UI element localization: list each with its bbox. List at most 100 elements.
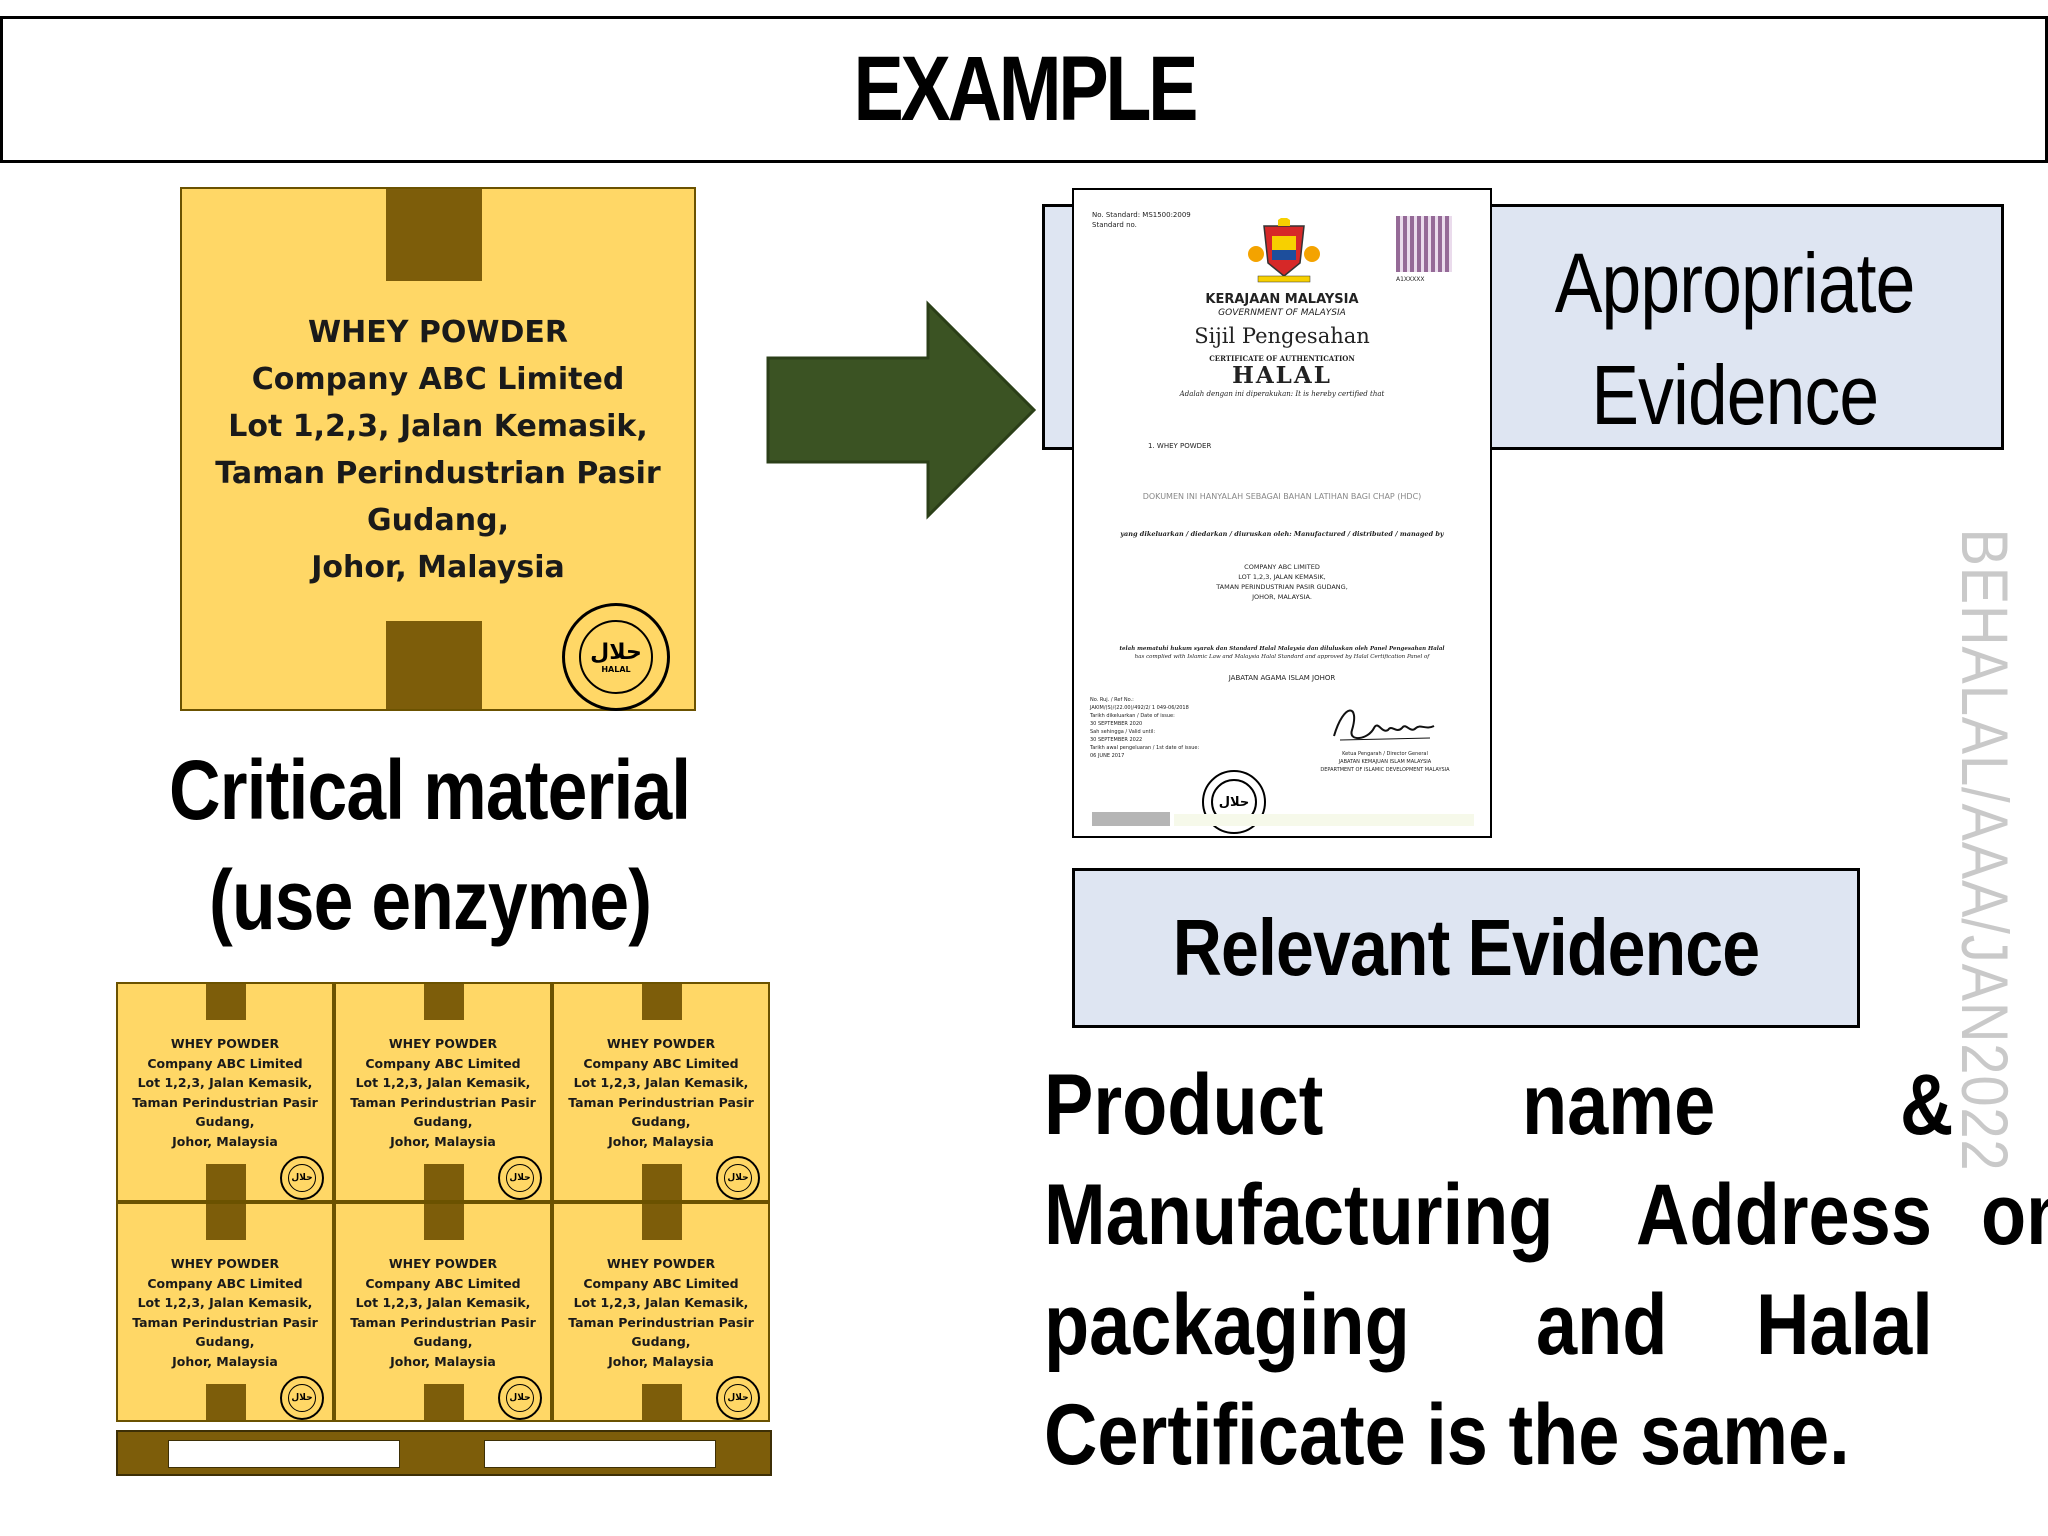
halal-logo-text: HALAL (601, 665, 631, 674)
appropriate-evidence-line-2: Evidence (1591, 348, 1880, 442)
box-label-line: Johor, Malaysia (390, 1353, 496, 1369)
box-label-line: WHEY POWDER (308, 315, 568, 350)
box-label-line: Company ABC Limited (147, 1055, 303, 1071)
box-label-line: WHEY POWDER (388, 1036, 498, 1051)
cert-heading-en: CERTIFICATE OF AUTHENTICATION (1209, 354, 1355, 363)
description-line-2: Manufacturing Address on (1044, 1160, 2048, 1270)
cert-company-line: COMPANY ABC LIMITED (1244, 563, 1320, 571)
cert-ref-line: 06 JUNE 2017 (1090, 753, 1125, 759)
box-label-line: WHEY POWDER (388, 1256, 498, 1271)
cert-ref-line: 30 SEPTEMBER 2020 (1090, 721, 1143, 727)
box-label-line: Company ABC Limited (583, 1275, 739, 1291)
box-label-line: WHEY POWDER (606, 1256, 716, 1271)
box-label-line: Taman Perindustrian Pasir (350, 1314, 536, 1330)
halal-logo-icon: حلال (498, 1156, 542, 1200)
halal-logo-icon: حلال (716, 1156, 760, 1200)
right-arrow-icon (766, 300, 1036, 520)
cert-ref-line: Tarikh awal pengeluaran / 1st date of is… (1090, 745, 1200, 751)
cert-ref-line: No. Ruj. / Ref No.: (1090, 697, 1134, 703)
halal-logo-icon: حلال (280, 1156, 324, 1200)
critical-material-caption: Critical material (use enzyme) (120, 735, 740, 955)
tape-top (642, 984, 682, 1020)
box-label-line: Company ABC Limited (147, 1275, 303, 1291)
box-label-line: Taman Perindustrian Pasir (132, 1314, 318, 1330)
pallet-base (116, 1430, 772, 1476)
tape-top (206, 984, 246, 1020)
description-word: and (1536, 1277, 1668, 1373)
box-label-line: Company ABC Limited (365, 1275, 521, 1291)
description-word: Address (1636, 1167, 1933, 1263)
box-label-line: Johor, Malaysia (172, 1353, 278, 1369)
tape-top (424, 1204, 464, 1240)
box-label-line: Lot 1,2,3, Jalan Kemasik, (355, 1075, 531, 1090)
halal-logo-arabic: حلال (590, 640, 642, 665)
box-label-line: Johor, Malaysia (390, 1133, 496, 1149)
tape-bottom (386, 621, 482, 709)
title-bar: EXAMPLE (0, 16, 2048, 163)
cert-bottom-bar (1092, 812, 1170, 826)
cert-company-line: JOHOR, MALAYSIA. (1252, 593, 1312, 601)
cert-ref-line: JAKIM/(S)/(22.00)/492/2/ 1 049-06/2018 (1090, 705, 1189, 711)
tape-top (206, 1204, 246, 1240)
box-label-line: Taman Perindustrian Pasir (132, 1094, 318, 1110)
caption-line-1: Critical material (169, 743, 691, 837)
box-label-line: Gudang, (195, 1334, 255, 1349)
box-label-line: Company ABC Limited (251, 362, 625, 397)
cert-standard: No. Standard: MS1500:2009 (1092, 211, 1191, 219)
tape-bottom (424, 1384, 464, 1420)
cert-company: COMPANY ABC LIMITED LOT 1,2,3, JALAN KEM… (1074, 562, 1490, 602)
cert-signatory-line: JABATAN KEMAJUAN ISLAM MALAYSIA (1338, 759, 1432, 765)
box-label-line: Gudang, (413, 1334, 473, 1349)
tape-top (642, 1204, 682, 1240)
cert-gov-en: GOVERNMENT OF MALAYSIA (1218, 308, 1346, 318)
cert-agency: JABATAN AGAMA ISLAM JOHOR (1228, 674, 1336, 682)
whey-powder-box: WHEY POWDER Company ABC Limited Lot 1,2,… (180, 187, 696, 711)
cert-company-line: LOT 1,2,3, JALAN KEMASIK, (1238, 573, 1326, 581)
box-label-line: Company ABC Limited (365, 1055, 521, 1071)
pallet-slot (168, 1440, 400, 1468)
relevant-evidence-label: Relevant Evidence (1172, 903, 1760, 992)
description-word: on (1980, 1167, 2048, 1263)
cert-standard-no: Standard no. (1092, 221, 1137, 229)
halal-logo-icon: حلال HALAL (562, 603, 670, 711)
cert-signatory: Ketua Pengarah / Director General JABATA… (1300, 750, 1470, 774)
cert-heading: Sijil Pengesahan (1194, 324, 1370, 348)
box-label-line: Johor, Malaysia (608, 1353, 714, 1369)
evidence-description: Product name & Manufacturing Address on … (1044, 1050, 2048, 1490)
tape-top (386, 189, 482, 281)
cert-issued-by: yang dikeluarkan / diedarkan / diuruskan… (1120, 530, 1444, 538)
tape-top (424, 984, 464, 1020)
box-label: WHEY POWDER Company ABC Limited Lot 1,2,… (182, 309, 694, 591)
box-label-line: WHEY POWDER (606, 1036, 716, 1051)
box-label-line: Johor, Malaysia (311, 550, 565, 585)
cert-gov: KERAJAAN MALAYSIA (1205, 292, 1359, 307)
tape-bottom (206, 1384, 246, 1420)
cert-compliance: telah mematuhi hukum syarak dan Standard… (1119, 646, 1445, 652)
relevant-evidence-box: Relevant Evidence (1072, 868, 1860, 1028)
signature-icon (1333, 709, 1435, 741)
box-label-line: Taman Perindustrian Pasir (350, 1094, 536, 1110)
halal-logo-icon: حلال (280, 1376, 324, 1420)
cert-halal: HALAL (1232, 362, 1332, 389)
box-label-line: Lot 1,2,3, Jalan Kemasik, (355, 1295, 531, 1310)
box-label-line: Gudang, (367, 503, 509, 538)
cert-bottom-strip (1174, 814, 1474, 826)
box-label-line: Taman Perindustrian Pasir (568, 1314, 754, 1330)
tape-bottom (642, 1164, 682, 1200)
halal-certificate: No. Standard: MS1500:2009 Standard no. A… (1072, 188, 1492, 838)
cert-ref-line: Tarikh dikeluarkan / Date of issue: (1090, 713, 1175, 719)
page-title: EXAMPLE (853, 38, 1198, 140)
description-word: Halal (1756, 1277, 1934, 1373)
cert-compliance-en: has complied with Islamic Law and Malays… (1134, 654, 1430, 660)
appropriate-evidence-line-1: Appropriate (1555, 236, 1916, 330)
